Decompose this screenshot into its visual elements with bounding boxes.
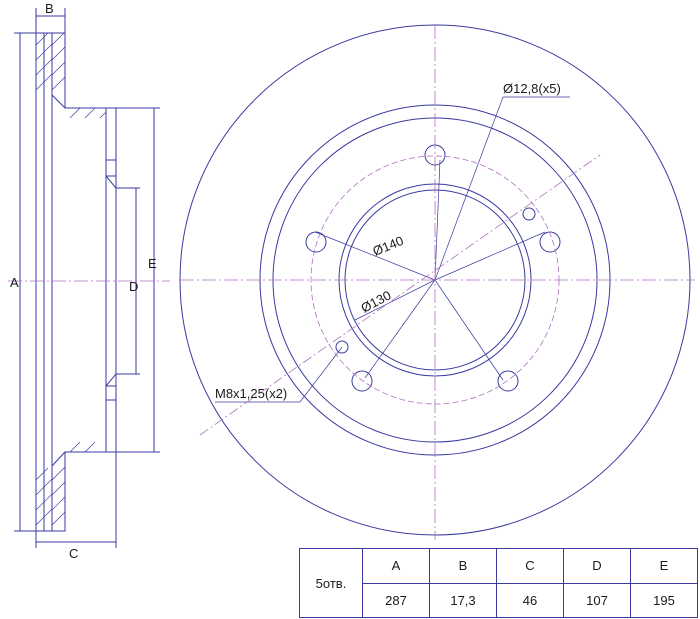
dim-label-a: A [10, 275, 19, 290]
col-header-c: C [496, 548, 564, 584]
table-header-row: 5отв. A B C D E [299, 548, 698, 618]
col-header-b: B [429, 548, 497, 584]
col-header-e: E [630, 548, 698, 584]
side-section-view [14, 8, 160, 548]
value-d: 107 [563, 582, 631, 618]
value-b: 17,3 [429, 582, 497, 618]
dim-label-d: D [129, 279, 138, 294]
col-header-a: A [362, 548, 430, 584]
value-e: 195 [630, 582, 698, 618]
value-c: 46 [496, 582, 564, 618]
holes-count-cell: 5отв. [299, 548, 363, 618]
hole-diameter-label: Ø12,8(x5) [503, 81, 561, 96]
bolt-hole [539, 231, 561, 253]
dim-label-b: B [45, 1, 54, 16]
bolt-hole [497, 370, 519, 392]
thread-label: M8x1,25(x2) [215, 386, 287, 401]
pcd-140-label: Ø140 [371, 233, 406, 259]
value-a: 287 [362, 582, 430, 618]
dimension-table: 5отв. A B C D E 287 17,3 46 107 195 [299, 548, 698, 618]
pcd-130-label: Ø130 [358, 287, 393, 315]
dim-label-e: E [148, 256, 157, 271]
dim-label-c: C [69, 546, 78, 561]
front-center-lines [180, 25, 695, 540]
table-value-row: 287 17,3 46 107 195 [300, 582, 698, 618]
thread-hole [335, 340, 349, 354]
col-header-d: D [563, 548, 631, 584]
bolt-hole [351, 370, 373, 392]
thread-hole [522, 207, 536, 221]
bolt-hole [305, 231, 327, 253]
